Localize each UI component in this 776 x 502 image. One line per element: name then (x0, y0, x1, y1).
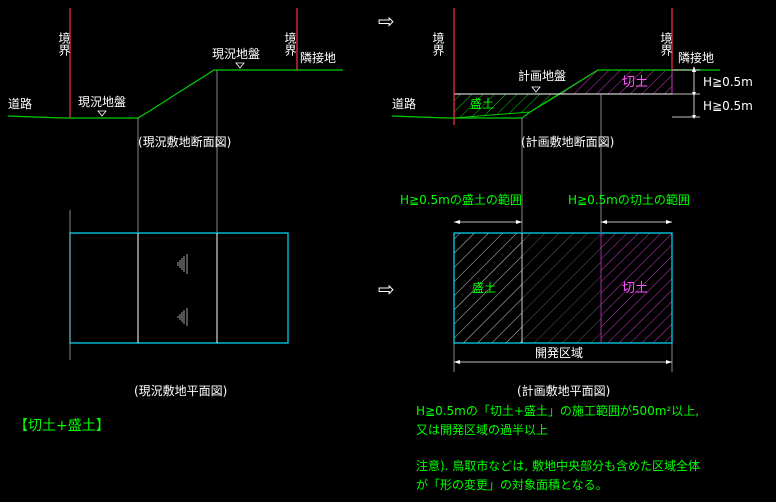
planned-plan-outline (453, 232, 673, 344)
plan-fill-zone (454, 233, 522, 343)
fill-range-label: H≧0.5mの盛土の範囲 (400, 192, 522, 207)
road-label: 道路 (392, 96, 416, 111)
existing-ground-label-top: 現況地盤 (212, 46, 260, 61)
cut-range-label: H≧0.5mの切土の範囲 (568, 192, 690, 207)
boundary-label-right: 境界 (659, 31, 673, 57)
boundary-label-right: 境界 (283, 31, 297, 57)
ground-marker-icon (235, 62, 245, 69)
existing-plan-outline (69, 232, 289, 344)
ground-marker-icon (97, 110, 107, 117)
range-arrow-icon (601, 220, 607, 224)
note-line-4: が「形の変更」の対象面積となる。 (416, 477, 608, 492)
planned-section-caption: (計画敷地断面図) (521, 134, 614, 149)
plan-middle-zone (522, 233, 601, 343)
note-line-1: H≧0.5mの「切土+盛土」の施工範囲が500m²以上, (416, 403, 699, 418)
boundary-label-left: 境界 (57, 31, 71, 57)
range-arrow-icon (666, 360, 672, 364)
section-cut-label: 切土 (622, 75, 648, 90)
adjacent-land-label: 隣接地 (300, 50, 336, 65)
planned-plan-caption: (計画敷地平面図) (517, 383, 610, 398)
planned-plan: 盛土 切土 開発区域 (計画敷地平面図) (453, 232, 673, 398)
boundary-label-left: 境界 (431, 31, 445, 57)
existing-plan: (現況敷地平面図) (69, 210, 289, 398)
dimension-arrow-icon (692, 66, 696, 72)
range-annotations: H≧0.5mの盛土の範囲 H≧0.5mの切土の範囲 (400, 192, 690, 224)
dimension-arrow-icon (692, 115, 696, 119)
range-arrow-icon (516, 220, 522, 224)
existing-ground-line (7, 69, 343, 119)
slope-symbol-icon (177, 254, 188, 274)
existing-ground-label-road: 現況地盤 (78, 94, 126, 109)
development-area-label: 開発区域 (535, 346, 583, 360)
diagram-title: 【切土+盛土】 (14, 418, 110, 434)
planned-ground-label: 計画地盤 (518, 68, 566, 83)
adjacent-land-label: 隣接地 (678, 50, 714, 65)
range-arrow-icon (666, 220, 672, 224)
arrow-icon-top: ⇨ (378, 9, 395, 33)
range-arrow-icon (454, 360, 460, 364)
arrow-icon-bottom: ⇨ (378, 277, 395, 301)
slope-symbol-icon (177, 308, 188, 326)
h-lower-label: H≧0.5m (703, 99, 753, 113)
range-arrow-icon (454, 220, 460, 224)
planned-section: 境界 境界 隣接地 計画地盤 道路 盛土 切土 H≧0.5m H≧0.5m (計… (391, 8, 753, 232)
original-ground-line (391, 69, 720, 119)
plan-cut-label: 切土 (622, 281, 648, 296)
section-fill-label: 盛土 (470, 96, 494, 111)
h-upper-label: H≧0.5m (703, 75, 753, 89)
dimension-arrow-icon (692, 92, 696, 96)
note-line-2: 又は開発区域の過半以上 (416, 423, 548, 437)
existing-section-caption: (現況敷地断面図) (138, 134, 231, 149)
existing-plan-caption: (現況敷地平面図) (134, 383, 227, 398)
existing-section: 境界 境界 隣接地 現況地盤 現況地盤 道路 (現況敷地断面図) (7, 8, 343, 232)
plan-fill-label: 盛土 (472, 280, 496, 295)
cut-area (558, 69, 673, 95)
road-label: 道路 (8, 96, 32, 111)
ground-marker-icon (531, 86, 541, 93)
plan-cut-zone (601, 233, 672, 343)
note-line-3: 注意). 鳥取市などは, 敷地中央部分も含めた区域全体 (416, 458, 700, 473)
